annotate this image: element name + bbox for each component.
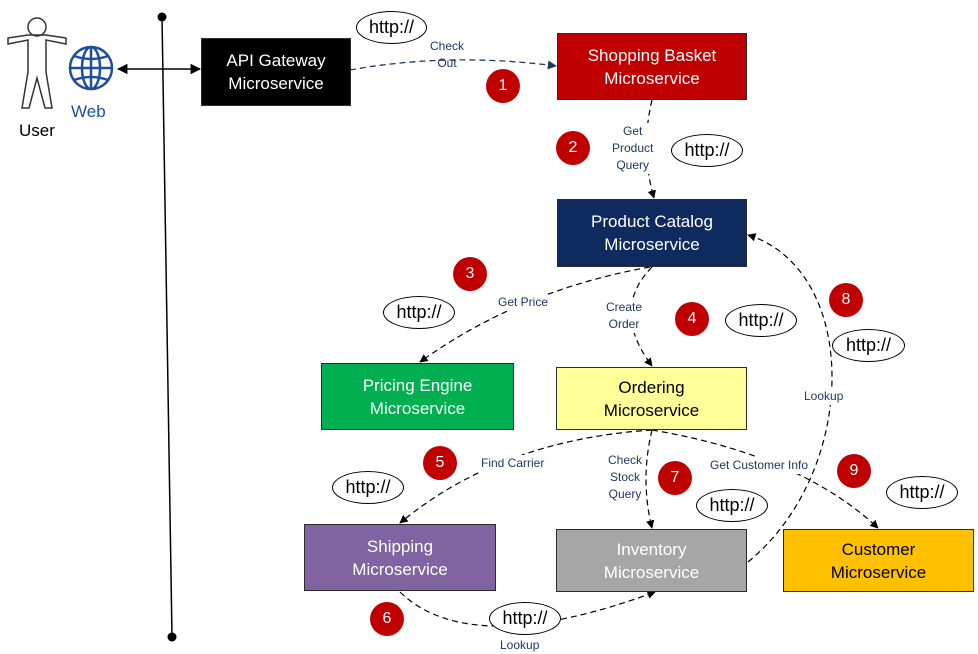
ordering-line-1: Ordering <box>618 377 685 397</box>
step-badge: 5 <box>423 446 457 480</box>
check-stock-label: Check Stock Query <box>608 452 643 503</box>
lookup-catalog-arrow <box>747 233 833 563</box>
basket-line-2: Microservice <box>604 68 700 88</box>
step-badge: 9 <box>837 454 871 488</box>
get-product-label-line-2: Product <box>612 141 654 155</box>
step-badge: 8 <box>829 283 863 317</box>
checkout-label: Check Out <box>430 38 464 72</box>
customer-line-2: Microservice <box>830 562 927 582</box>
http-pill: http:// <box>696 489 768 522</box>
user-icon <box>7 17 67 109</box>
catalog-line-2: Microservice <box>604 235 700 254</box>
timeline-end-dot <box>167 632 177 642</box>
find-carrier-label: Find Carrier <box>481 455 545 472</box>
http-pill: http:// <box>383 296 455 329</box>
step-badge: 7 <box>658 461 692 495</box>
basket-line-1: Shopping Basket <box>587 45 717 65</box>
create-order-label: Create Order <box>606 299 643 333</box>
step-badge: 4 <box>675 302 709 336</box>
shopping-basket-box[interactable]: Shopping Basket Microservice <box>557 33 747 100</box>
create-order-label-line-1: Create <box>606 300 643 314</box>
api-gateway-box[interactable]: API Gateway Microservice <box>201 38 351 106</box>
gateway-line-1: API Gateway <box>226 51 326 70</box>
checkout-label-line-1: Check <box>430 39 465 53</box>
get-product-arrow <box>645 99 656 199</box>
get-price-arrow <box>419 266 651 363</box>
ordering-line-2: Microservice <box>603 400 700 420</box>
product-catalog-box[interactable]: Product Catalog Microservice <box>557 199 747 267</box>
step-badge: 1 <box>486 69 520 103</box>
timeline-line <box>161 16 173 638</box>
step-badge: 6 <box>370 602 404 636</box>
create-order-label-line-2: Order <box>608 317 640 331</box>
get-customer-label: Get Customer Info <box>710 457 809 474</box>
inventory-box[interactable]: Inventory Microservice <box>556 529 747 592</box>
http-pill: http:// <box>356 11 427 44</box>
pricing-line-1: Pricing Engine <box>362 375 473 395</box>
gateway-line-2: Microservice <box>228 74 324 93</box>
check-stock-label-line-1: Check <box>608 453 643 467</box>
inventory-line-1: Inventory <box>616 539 687 559</box>
get-product-label: Get Product Query <box>612 123 654 174</box>
get-price-label: Get Price <box>498 294 549 311</box>
shipping-line-2: Microservice <box>352 559 448 579</box>
check-stock-label-line-3: Query <box>608 487 642 501</box>
customer-line-1: Customer <box>841 539 916 559</box>
web-label: Web <box>71 102 106 121</box>
shipping-box[interactable]: Shipping Microservice <box>304 524 496 591</box>
http-pill: http:// <box>489 602 561 635</box>
user-label: User <box>19 121 55 140</box>
customer-box[interactable]: Customer Microservice <box>783 529 974 592</box>
step-badge: 2 <box>556 131 590 165</box>
globe-icon <box>68 45 114 91</box>
timeline-start-dot <box>157 12 167 22</box>
lookup-inventory-label: Lookup <box>500 637 540 654</box>
http-pill: http:// <box>671 134 743 167</box>
get-product-label-line-3: Query <box>616 158 650 172</box>
catalog-line-1: Product Catalog <box>591 212 713 231</box>
ordering-box[interactable]: Ordering Microservice <box>556 367 747 430</box>
pricing-engine-box[interactable]: Pricing Engine Microservice <box>321 363 514 430</box>
http-pill: http:// <box>886 476 958 509</box>
http-pill: http:// <box>725 304 797 337</box>
step-badge: 3 <box>453 257 487 291</box>
pricing-line-2: Microservice <box>369 398 466 418</box>
inventory-line-2: Microservice <box>603 562 700 582</box>
checkout-arrow <box>349 59 557 71</box>
checkout-label-line-2: Out <box>437 56 457 70</box>
shipping-line-1: Shipping <box>366 536 434 556</box>
get-product-label-line-1: Get <box>623 124 643 138</box>
lookup-catalog-label: Lookup <box>804 388 844 405</box>
http-pill: http:// <box>832 329 905 362</box>
http-pill: http:// <box>332 471 404 504</box>
check-stock-arrow <box>645 429 655 529</box>
lookup-inventory-arrow <box>399 590 656 627</box>
check-stock-label-line-2: Stock <box>610 470 641 484</box>
